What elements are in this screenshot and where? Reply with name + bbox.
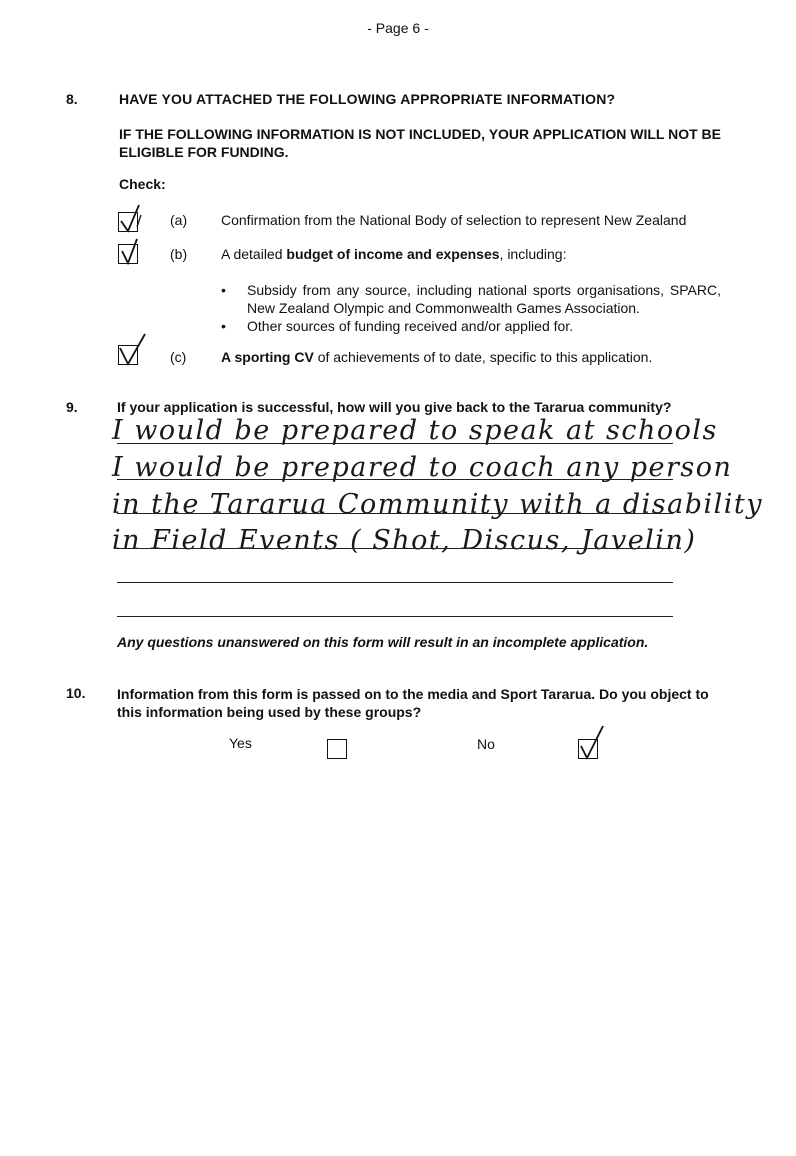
handwritten-answer-line-3: in the Tararua Community with a disabili…	[112, 489, 764, 520]
q9-question: If your application is successful, how w…	[117, 399, 672, 415]
handwritten-answer-line-2: I would be prepared to coach any person	[112, 452, 733, 483]
item-a-text: Confirmation from the National Body of s…	[221, 212, 687, 228]
q8-warning: IF THE FOLLOWING INFORMATION IS NOT INCL…	[119, 126, 721, 160]
answer-rule	[117, 513, 673, 514]
item-b-letter: (b)	[170, 246, 188, 262]
item-b-text-bold: budget of income and expenses	[286, 246, 500, 262]
answer-rule	[117, 443, 673, 444]
item-c-text: A sporting CV of achievements of to date…	[221, 349, 652, 365]
q10-question: Information from this form is passed on …	[117, 686, 709, 720]
answer-rule	[117, 548, 673, 549]
q8-number: 8.	[66, 91, 78, 107]
item-b-text-pre: A detailed	[221, 246, 287, 262]
answer-rule	[117, 582, 673, 583]
answer-rule	[117, 479, 673, 480]
no-checkbox[interactable]	[578, 725, 604, 761]
bullet-item: Subsidy from any source, including natio…	[221, 281, 721, 317]
checkmark-icon	[580, 725, 604, 761]
funding-bullets: Subsidy from any source, including natio…	[221, 281, 721, 335]
handwritten-answer-line-4: in Field Events ( Shot, Discus, Javelin)	[112, 525, 697, 556]
checkmark-icon	[119, 333, 146, 366]
item-a-letter: (a)	[170, 212, 188, 228]
incomplete-note: Any questions unanswered on this form wi…	[117, 634, 649, 650]
checkmark-icon	[120, 204, 142, 233]
item-b-text-post: , including:	[499, 246, 567, 262]
bullet-item: Other sources of funding received and/or…	[221, 317, 721, 335]
yes-checkbox[interactable]	[327, 739, 347, 759]
checkbox-b[interactable]	[118, 238, 138, 266]
check-label: Check:	[119, 176, 166, 192]
item-c-text-bold: A sporting CV	[221, 349, 314, 365]
item-b-text: A detailed budget of income and expenses…	[221, 246, 566, 262]
handwritten-answer-line-1: I would be prepared to speak at schools	[112, 415, 718, 446]
checkbox-a[interactable]	[118, 204, 142, 233]
q8-title: HAVE YOU ATTACHED THE FOLLOWING APPROPRI…	[119, 91, 616, 107]
checkmark-icon	[121, 238, 138, 266]
answer-rule	[117, 616, 673, 617]
page-number: - Page 6 -	[367, 20, 429, 36]
no-label: No	[477, 736, 495, 752]
item-c-letter: (c)	[170, 349, 187, 365]
item-c-text-post: of achievements of to date, specific to …	[313, 349, 653, 365]
q9-number: 9.	[66, 399, 78, 415]
checkbox-c[interactable]	[118, 333, 146, 366]
yes-label: Yes	[229, 735, 252, 751]
q10-number: 10.	[66, 685, 86, 701]
